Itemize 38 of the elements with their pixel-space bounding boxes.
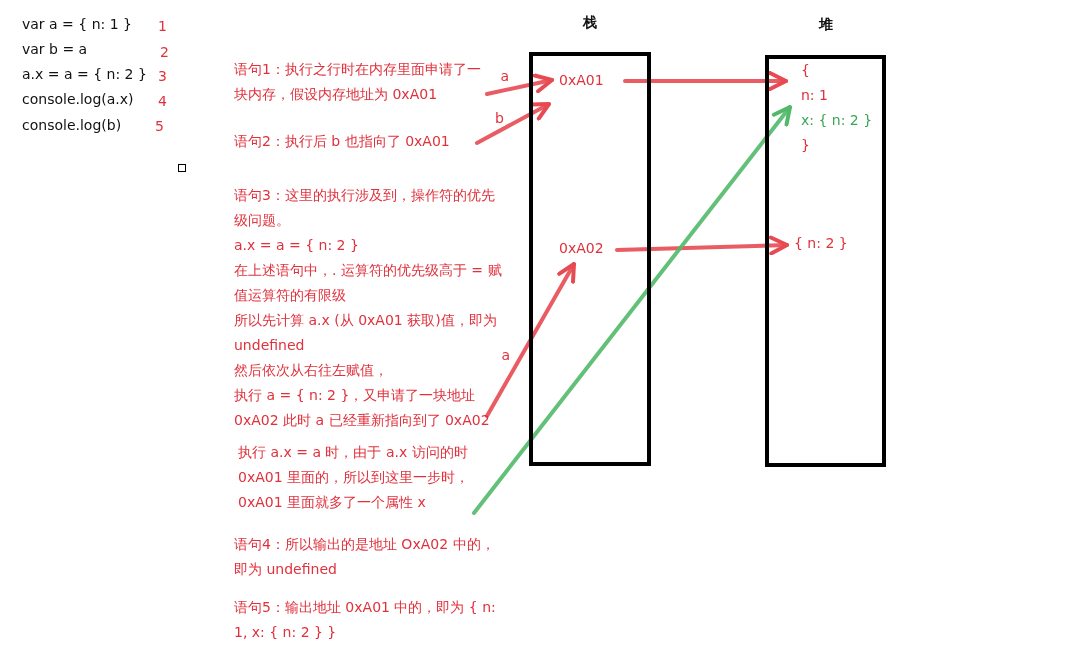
edge-label: b [494, 109, 505, 126]
heap-heading: 堆 [817, 15, 834, 34]
statement-text: 0xA02 此时 a 已经重新指向到了 0xA02 [234, 411, 490, 430]
statement-text: 在上述语句中，. 运算符的优先级高于 = 赋值运算符的有限级 [234, 261, 503, 305]
statement-text: 执行 a = { n: 2 }，又申请了一块地址 [234, 386, 476, 405]
statement-text: 语句3：这里的执行涉及到，操作符的优先级问题。 [234, 186, 496, 230]
code-text: console.log(b) [22, 116, 122, 135]
code-text: a.x = a = { n: 2 } [234, 236, 359, 255]
statement-text: 语句4：所以输出的是地址 OxA02 中的，即为 undefined [234, 535, 496, 579]
line-number: 3 [158, 67, 167, 86]
arrow [472, 105, 792, 515]
arrow [623, 71, 788, 91]
brace-text: } [801, 136, 810, 155]
line-number: 1 [158, 17, 167, 36]
property-text: x: { n: 2 } [801, 111, 873, 130]
stack-heading: 栈 [582, 13, 598, 32]
code-text: var a = { n: 1 } [22, 15, 132, 34]
address-text: 0xA02 [559, 236, 629, 261]
property-text: n: 1 [801, 86, 828, 105]
line-number: 2 [160, 43, 169, 62]
statement-text: 所以先计算 a.x (从 0xA01 获取)值，即为 undefined [234, 311, 498, 355]
brace-text: { [801, 61, 810, 80]
statement-text: 然后依次从右往左赋值， [234, 361, 388, 380]
arrow [615, 235, 789, 256]
statement-text: 语句5：输出地址 0xA01 中的，即为 { n: 1, x: { n: 2 } } [234, 598, 497, 642]
arrow [485, 262, 576, 418]
code-text: a.x = a = { n: 2 } [22, 65, 147, 84]
statement-text: 执行 a.x = a 时，由于 a.x 访问的时 0xA01 里面的，所以到这里一步时，0xA01 里面就多了一个属性 x [238, 440, 472, 522]
arrow [475, 102, 551, 145]
arrow [485, 73, 554, 96]
line-number: 5 [155, 117, 164, 136]
object-text: { n: 2 } [794, 231, 869, 256]
address-text: 0xA01 [559, 68, 629, 93]
code-text: var b = a [22, 40, 88, 59]
statement-text: 语句1：执行之行时在内存里面申请了一块内存，假设内存地址为 0xA01 [234, 57, 484, 107]
line-number: 4 [158, 92, 167, 111]
code-text: console.log(a.x) [22, 90, 134, 109]
statement-text: 语句2：执行后 b 也指向了 0xA01 [234, 129, 474, 154]
